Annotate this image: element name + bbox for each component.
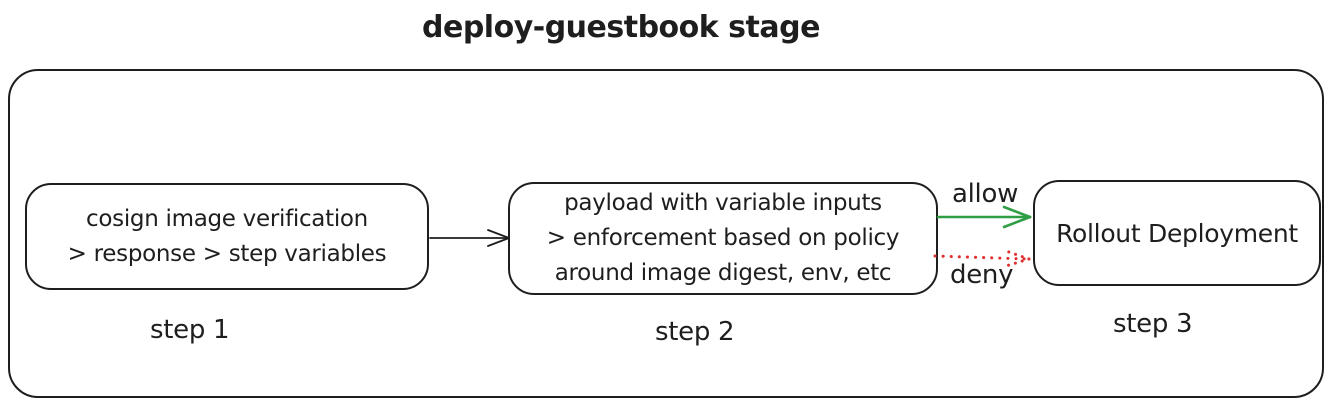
step2-caption: step 2	[655, 317, 735, 347]
diagram-title: deploy-guestbook stage	[422, 10, 820, 45]
step2-text-line: payload with variable inputs	[564, 190, 882, 216]
step1-text-line: cosign image verification	[86, 205, 368, 232]
step1-node: cosign image verification > response > s…	[25, 183, 429, 290]
step3-node: Rollout Deployment	[1033, 180, 1321, 286]
step3-caption: step 3	[1113, 309, 1193, 339]
step3-text-line: Rollout Deployment	[1056, 218, 1298, 248]
stage-container	[8, 69, 1324, 398]
deny-arrow-icon	[933, 249, 1031, 268]
step1-text-line: > response > step variables	[67, 240, 387, 267]
step2-text-line: around image digest, env, etc	[554, 260, 892, 286]
allow-arrow-label: allow	[952, 179, 1019, 209]
step2-text-line: > enforcement based on policy	[546, 225, 900, 251]
arrow-step1-to-step2-icon	[429, 229, 510, 247]
allow-arrow-icon	[936, 205, 1032, 229]
deny-arrow-label: deny	[950, 260, 1014, 290]
step1-caption: step 1	[150, 315, 230, 345]
step2-node: payload with variable inputs > enforceme…	[508, 182, 938, 295]
